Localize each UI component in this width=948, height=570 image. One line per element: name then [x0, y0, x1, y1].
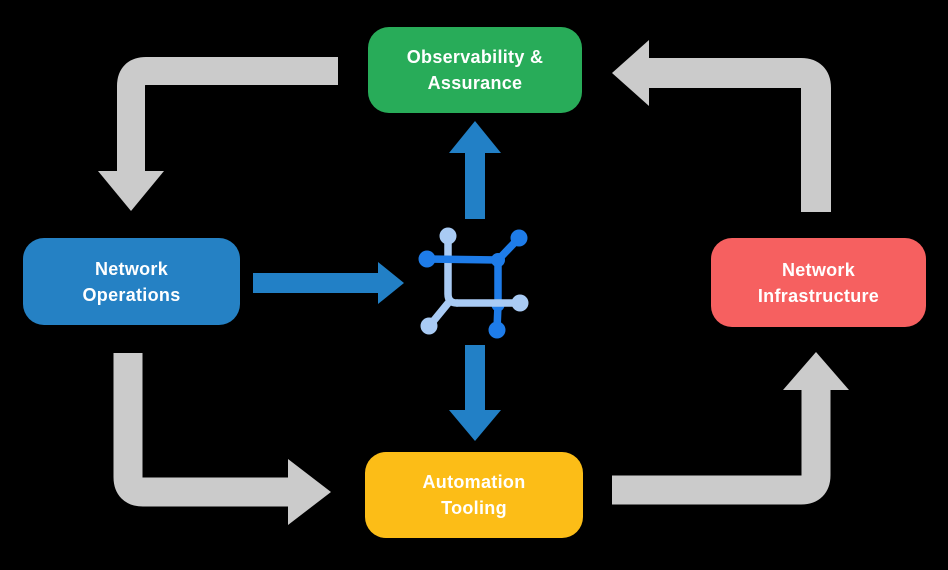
arrow-automation-to-infrastructure [612, 352, 849, 505]
node-label-line: Infrastructure [757, 285, 880, 306]
node-network-operations: Network Operations [23, 238, 240, 325]
arrow-center-to-observability [449, 121, 501, 219]
node-label-line: Network [94, 258, 169, 279]
network-icon-dark-lines [418, 229, 528, 339]
network-icon-light-bottom-edge [453, 294, 529, 312]
network-icon-light-lines [420, 227, 461, 335]
node-automation-tooling: Automation Tooling [365, 452, 583, 538]
arrow-center-to-automation [449, 345, 501, 441]
arrow-observability-to-operations [98, 57, 338, 211]
node-network-infrastructure: Network Infrastructure [711, 238, 926, 327]
node-label-line: Observability & [406, 47, 544, 67]
arrow-infrastructure-to-observability [612, 40, 831, 212]
node-label-line: Tooling [441, 498, 507, 518]
node-label-line: Assurance [427, 73, 523, 93]
node-label-line: Network [781, 259, 856, 280]
arrow-operations-to-center [253, 262, 404, 304]
node-label-line: Operations [82, 284, 181, 305]
node-observability-assurance: Observability & Assurance [368, 27, 582, 113]
arrow-operations-to-automation [113, 353, 331, 525]
network-platform-icon [418, 227, 529, 339]
node-label-line: Automation [422, 472, 526, 492]
